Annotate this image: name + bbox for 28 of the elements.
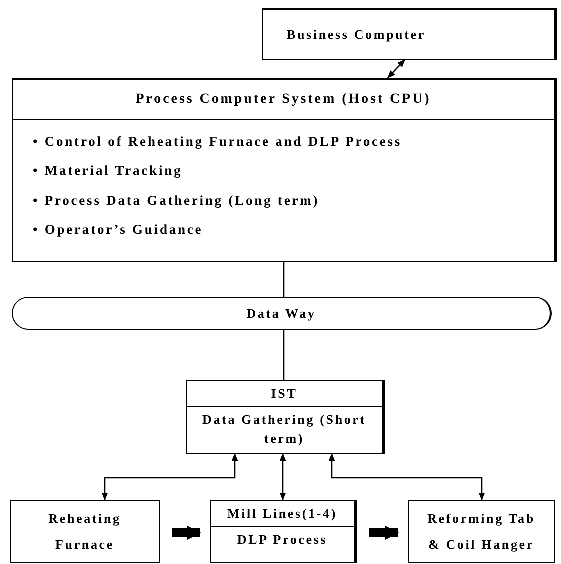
box-text: Business Computer bbox=[287, 26, 426, 44]
arrow bbox=[387, 59, 406, 79]
box-heading: Mill Lines(1-4) bbox=[211, 501, 354, 527]
furnace-box bbox=[10, 500, 160, 563]
system-box bbox=[12, 78, 557, 262]
block-arrow bbox=[369, 526, 400, 540]
bullet-item: • Control of Reheating Furnace and DLP Process bbox=[33, 133, 404, 151]
data-way-bus bbox=[12, 297, 552, 330]
ist-box bbox=[186, 380, 385, 454]
mill-box bbox=[210, 500, 357, 563]
box-text: Data Gathering (Short term) bbox=[202, 411, 368, 448]
reforming-box bbox=[408, 500, 555, 563]
bullet-item: • Operator’s Guidance bbox=[33, 220, 204, 239]
arrow bbox=[280, 453, 286, 501]
connector-line bbox=[283, 330, 285, 380]
bullet-item: • Material Tracking bbox=[33, 162, 184, 180]
computer-box bbox=[262, 8, 557, 60]
arrow bbox=[102, 453, 238, 501]
box-heading: Process Computer System (Host CPU) bbox=[13, 80, 554, 120]
box-text: DLP Process bbox=[236, 531, 329, 549]
box-text: Reforming Tab & Coil Hanger bbox=[426, 510, 536, 554]
box-heading: IST bbox=[187, 381, 382, 407]
bus-label: Data Way bbox=[246, 304, 316, 323]
arrow bbox=[328, 453, 486, 501]
bullet-item: • Process Data Gathering (Long term) bbox=[33, 192, 321, 210]
connector-line bbox=[283, 262, 285, 297]
box-text: Reheating Furnace bbox=[48, 510, 122, 554]
block-arrow bbox=[172, 526, 202, 540]
